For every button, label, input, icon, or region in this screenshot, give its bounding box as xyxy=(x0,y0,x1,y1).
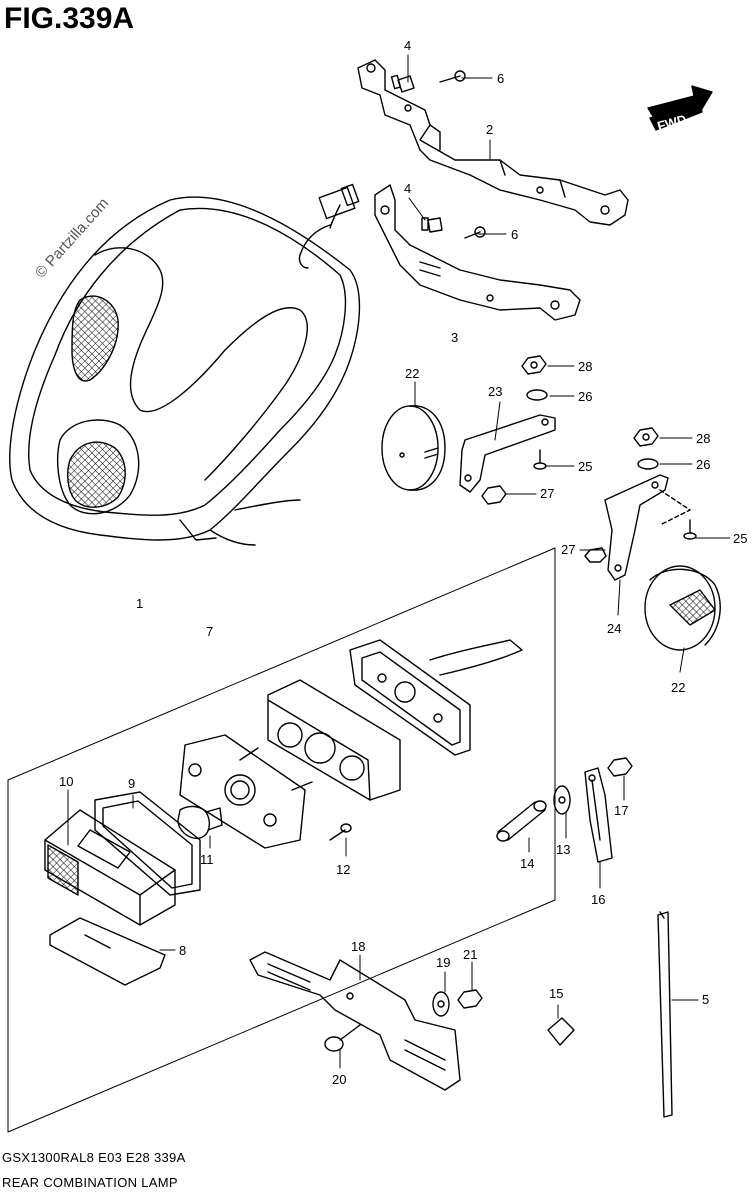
callout-20: 20 xyxy=(332,1072,346,1087)
part-gasket-9 xyxy=(94,791,201,896)
part-nut-28-lower xyxy=(633,427,659,447)
callout-27-upper: 27 xyxy=(540,486,554,501)
callout-18: 18 xyxy=(351,939,365,954)
callout-27-lower: 27 xyxy=(561,542,575,557)
part-bolt-20 xyxy=(324,1024,361,1052)
callout-13: 13 xyxy=(556,842,570,857)
callout-6-lower: 6 xyxy=(511,227,518,242)
part-screw-25-upper xyxy=(533,449,547,470)
part-bulb-11 xyxy=(177,805,223,839)
callout-4-lower: 4 xyxy=(404,181,411,196)
callout-21: 21 xyxy=(463,947,477,962)
part-plate-8 xyxy=(49,917,166,986)
part-nut-21 xyxy=(457,989,483,1009)
part-screw-25-lower xyxy=(683,519,697,540)
callout-28-upper: 28 xyxy=(578,359,592,374)
callout-10: 10 xyxy=(59,774,73,789)
part-screw-6-upper xyxy=(439,70,466,83)
part-bolt-4-upper xyxy=(390,74,415,93)
callout-23: 23 xyxy=(488,384,502,399)
part-bracket-16 xyxy=(584,767,613,863)
fwd-arrow-icon: FWD xyxy=(647,85,713,134)
callout-22-lower: 22 xyxy=(671,680,685,695)
callout-12: 12 xyxy=(336,862,350,877)
callout-15: 15 xyxy=(549,986,563,1001)
part-bracket-upper xyxy=(357,59,629,226)
callout-11: 11 xyxy=(200,852,214,867)
part-nut-27-upper xyxy=(481,485,507,505)
part-bracket-18 xyxy=(249,951,461,1091)
part-gasket-rear xyxy=(349,639,523,756)
callout-26-upper: 26 xyxy=(578,389,592,404)
part-clip-15 xyxy=(547,1017,575,1046)
callout-1: 1 xyxy=(136,596,143,611)
callout-5: 5 xyxy=(702,992,709,1007)
callout-2: 2 xyxy=(486,122,493,137)
callout-28-lower: 28 xyxy=(696,431,710,446)
callout-labels: 1 2 3 4 4 5 6 6 7 8 9 10 11 12 13 14 15 … xyxy=(59,38,747,1087)
leader-lines xyxy=(67,54,731,1069)
part-socket-plate xyxy=(179,734,313,849)
part-bolt-4-lower xyxy=(421,217,443,233)
part-washer-13 xyxy=(553,785,571,815)
callout-26-lower: 26 xyxy=(696,457,710,472)
callout-17: 17 xyxy=(614,803,628,818)
part-tail-lamp-housing xyxy=(9,183,361,546)
fwd-label: FWD xyxy=(656,112,688,134)
part-washer-26-upper xyxy=(526,389,548,401)
callout-22-upper: 22 xyxy=(405,366,419,381)
part-lens-10 xyxy=(44,809,176,926)
part-bracket-lower xyxy=(374,184,581,321)
callout-14: 14 xyxy=(520,856,534,871)
callout-25-upper: 25 xyxy=(578,459,592,474)
part-lens-housing xyxy=(267,679,401,801)
callout-19: 19 xyxy=(436,955,450,970)
part-nut-17 xyxy=(607,757,633,777)
callout-4-upper: 4 xyxy=(404,38,411,53)
part-reflector-22-left xyxy=(381,405,446,491)
part-nut-28-upper xyxy=(521,355,547,375)
callout-3: 3 xyxy=(451,330,458,345)
callout-6-upper: 6 xyxy=(497,71,504,86)
figure-title: FIG.339A xyxy=(4,2,135,35)
part-screw-12 xyxy=(329,823,352,841)
callout-8: 8 xyxy=(179,943,186,958)
part-nut-27-lower xyxy=(584,547,607,563)
part-spacer-14 xyxy=(496,800,547,842)
callout-9: 9 xyxy=(128,776,135,791)
part-reflector-bracket-24 xyxy=(604,474,691,581)
figure-description: REAR COMBINATION LAMP xyxy=(2,1175,178,1190)
part-reflector-bracket-23 xyxy=(459,414,556,493)
part-washer-19 xyxy=(432,991,450,1017)
part-washer-26-lower xyxy=(637,458,659,470)
callout-7: 7 xyxy=(206,624,213,639)
callout-16: 16 xyxy=(591,892,605,907)
callout-24: 24 xyxy=(607,621,621,636)
part-reflector-22-right xyxy=(644,565,721,651)
model-code: GSX1300RAL8 E03 E28 339A xyxy=(2,1150,186,1165)
license-lamp-assembly-box xyxy=(7,547,556,1133)
part-cable-tie-5 xyxy=(657,911,673,1118)
part-screw-6-lower xyxy=(464,226,486,239)
callout-25-lower: 25 xyxy=(733,531,747,546)
